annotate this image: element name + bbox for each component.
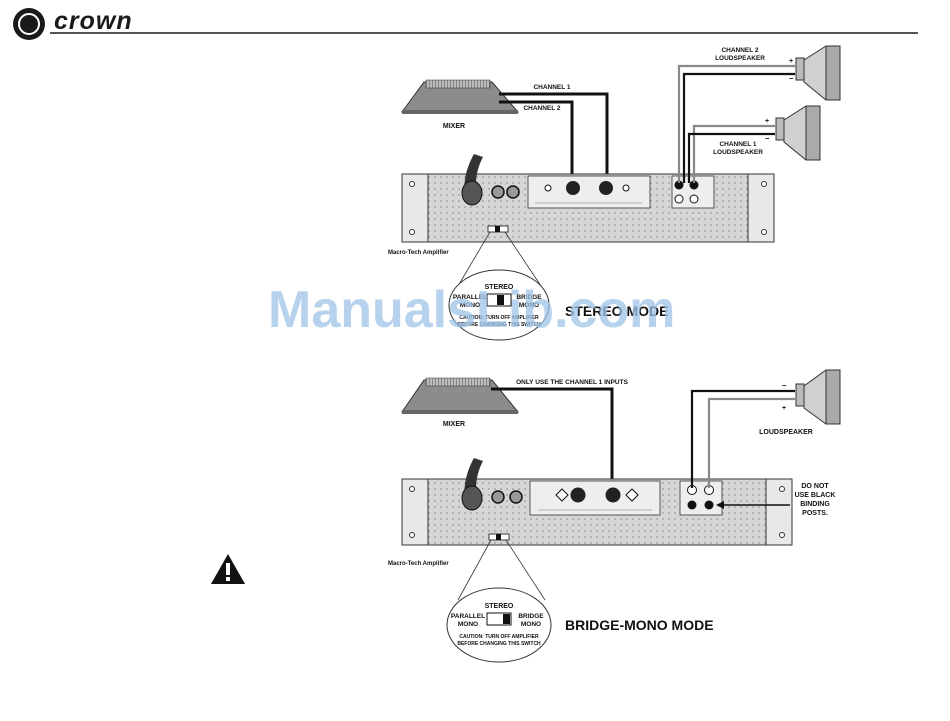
svg-text:BINDING: BINDING	[800, 501, 830, 508]
bridge-plus-wire	[707, 397, 795, 488]
stereo-mode-title: STEREO MODE	[565, 303, 668, 319]
svg-text:BEFORE CHANGING THIS SWITCH: BEFORE CHANGING THIS SWITCH	[457, 322, 541, 328]
svg-text:CAUTION: TURN OFF AMPLIFIER: CAUTION: TURN OFF AMPLIFIER	[459, 315, 539, 321]
stereo-amplifier	[401, 154, 775, 243]
svg-text:BRIDGE: BRIDGE	[518, 613, 544, 620]
bridge-mixer: MIXER	[401, 377, 520, 428]
bridge-amp-label: Macro-Tech Amplifier	[388, 561, 449, 567]
stereo-channel-1-label: CHANNEL 1	[533, 84, 570, 91]
header-rule	[50, 32, 918, 34]
stereo-channel-2-label: CHANNEL 2	[523, 105, 560, 112]
stereo-ch2-plus-wire	[677, 64, 795, 183]
bridge-mode-diagram: MIXER ONLY USE THE CHANNEL 1 INPUTS	[388, 369, 841, 663]
warning-triangle-icon	[211, 554, 245, 584]
bridge-mode-title: BRIDGE-MONO MODE	[565, 617, 714, 633]
crown-logo-icon	[13, 8, 45, 40]
svg-text:DO NOT: DO NOT	[801, 483, 829, 490]
svg-text:MONO: MONO	[460, 302, 480, 309]
bridge-plus: +	[782, 405, 786, 412]
stereo-ch1-speaker	[775, 105, 821, 161]
stereo-ch1-minus-wire	[687, 132, 775, 183]
stereo-ch1-plus: +	[765, 118, 769, 125]
bridge-mixer-label: MIXER	[443, 421, 465, 428]
svg-text:BEFORE CHANGING THIS SWITCH: BEFORE CHANGING THIS SWITCH	[457, 641, 541, 647]
stereo-ch2-speaker	[795, 45, 841, 101]
svg-text:PARALLEL: PARALLEL	[451, 613, 485, 620]
svg-text:PARALLEL: PARALLEL	[453, 294, 487, 301]
stereo-mixer-label: MIXER	[443, 123, 465, 130]
stereo-mode-diagram: MIXER CHANNEL 1 CHANNEL 2	[388, 45, 841, 341]
svg-text:MONO: MONO	[458, 621, 478, 628]
svg-text:STEREO: STEREO	[485, 603, 514, 610]
bridge-channel-1-cable	[491, 387, 614, 492]
svg-text:STEREO: STEREO	[485, 284, 514, 291]
svg-text:USE BLACK: USE BLACK	[795, 492, 836, 499]
svg-text:MONO: MONO	[521, 621, 541, 628]
stereo-ch2-speaker-label-1: CHANNEL 2	[721, 47, 758, 54]
brand-name: crown	[54, 7, 133, 35]
stereo-ch1-speaker-label-2: LOUDSPEAKER	[713, 149, 763, 156]
bridge-minus: –	[782, 381, 787, 390]
bridge-amplifier	[401, 458, 793, 546]
stereo-ch2-minus-wire	[682, 72, 795, 183]
stereo-channel-2-cable	[499, 100, 574, 187]
stereo-ch2-minus: –	[789, 74, 794, 83]
svg-text:POSTS.: POSTS.	[802, 510, 828, 517]
stereo-switch-callout: STEREO PARALLEL MONO BRIDGE MONO CAUTION…	[448, 269, 550, 341]
stereo-ch1-speaker-label-1: CHANNEL 1	[719, 141, 756, 148]
stereo-ch1-minus: –	[765, 134, 770, 143]
stereo-amp-label: Macro-Tech Amplifier	[388, 250, 449, 256]
bridge-minus-wire	[690, 389, 795, 488]
svg-text:MONO: MONO	[519, 302, 539, 309]
stereo-mixer: MIXER	[401, 79, 520, 130]
stereo-ch2-speaker-label-2: LOUDSPEAKER	[715, 55, 765, 62]
page-header: crown	[0, 0, 950, 45]
bridge-only-ch1-label: ONLY USE THE CHANNEL 1 INPUTS	[516, 379, 629, 386]
watermark-text: ManualsLib.com	[268, 281, 676, 339]
svg-text:CAUTION: TURN OFF AMPLIFIER: CAUTION: TURN OFF AMPLIFIER	[459, 634, 539, 640]
stereo-channel-1-cable	[499, 92, 609, 187]
bridge-speaker	[795, 369, 841, 425]
stereo-ch2-plus: +	[789, 58, 793, 65]
svg-text:BRIDGE: BRIDGE	[516, 294, 542, 301]
bridge-switch-callout: STEREO PARALLEL MONO BRIDGE MONO CAUTION…	[446, 587, 552, 663]
bridge-loudspeaker-label: LOUDSPEAKER	[759, 429, 813, 436]
stereo-ch1-plus-wire	[692, 124, 775, 183]
